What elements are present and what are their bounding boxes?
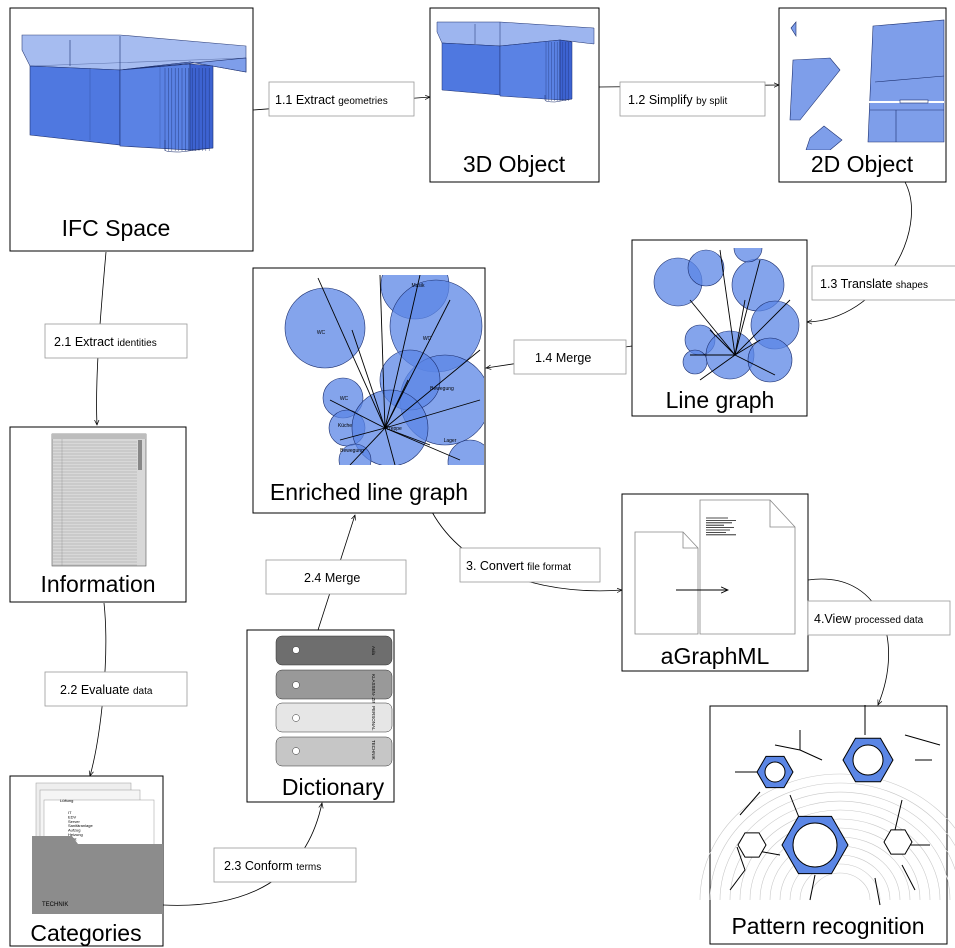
bubble-label-wc-mid: WC [340, 396, 349, 402]
bubble-label-musik: Musik [411, 283, 425, 289]
node-pattern-recognition: Pattern recognition [699, 705, 955, 945]
step-2-4-main: 2.4 Merge [304, 571, 360, 585]
dictionary-entry-klassenzimmer: KLASSEN- ZIMMER [275, 669, 393, 716]
step-2-3-main: 2.3 Conform [224, 859, 293, 873]
enriched-graph-labels: Musik WC WC Bewegung WC Küche Treppe Lag… [317, 283, 457, 454]
node-2d-object: 2D Object [778, 7, 947, 183]
svg-text:2.3 Conform terms: 2.3 Conform terms [224, 859, 321, 873]
step-1-3-sub: shapes [896, 280, 928, 291]
enriched-graph-illustration [284, 275, 484, 465]
connector-1-3 [807, 181, 912, 322]
node-enriched-line-graph: Musik WC WC Bewegung WC Küche Treppe Lag… [252, 267, 486, 514]
bubble-label-wc-right: WC [423, 336, 432, 342]
bubble-label-treppe: Treppe [386, 426, 402, 432]
category-item: EDV [68, 814, 77, 819]
bubble-label-bewegung-mid: Bewegung [430, 386, 454, 392]
step-3-sub: file format [527, 562, 571, 573]
step-1-1-main: 1.1 Extract [275, 93, 335, 107]
step-1-3-main: 1.3 Translate [820, 277, 892, 291]
step-3: 3. Convert file format [459, 547, 601, 583]
step-4: 4.View processed data [807, 600, 951, 636]
step-2-2-sub: data [133, 686, 153, 697]
3d-object-illustration [436, 21, 595, 103]
dictionary-label-technik: TECHNIK [371, 740, 376, 760]
node-title-categories: Categories [30, 920, 141, 946]
svg-text:3. Convert file format: 3. Convert file format [466, 559, 571, 573]
category-item: Heizung [68, 832, 83, 837]
node-information: Information [9, 426, 187, 603]
pattern-recognition-illustration [699, 705, 955, 906]
node-title-pattern-recognition: Pattern recognition [731, 913, 924, 939]
node-title-enriched-line-graph: Enriched line graph [270, 479, 468, 505]
step-1-4: 1.4 Merge [513, 339, 627, 375]
dictionary-entry-personal: PERSONAL [275, 702, 393, 733]
step-1-2-sub: by split [696, 96, 727, 107]
node-title-agraphml: aGraphML [661, 643, 770, 669]
category-item: Sanitäranlage [68, 823, 93, 828]
step-2-1: 2.1 Extract identities [44, 323, 188, 359]
dictionary-label-aula: Aula [371, 646, 376, 656]
step-2-1-sub: identities [117, 338, 156, 349]
svg-text:1.2 Simplify by split: 1.2 Simplify by split [628, 93, 727, 107]
node-title-dictionary: Dictionary [282, 774, 385, 800]
node-agraphml: aGraphML [621, 493, 809, 672]
step-2-1-main: 2.1 Extract [54, 335, 114, 349]
information-table-thumbnail [51, 433, 147, 567]
dictionary-entry-aula: Aula [275, 635, 393, 666]
node-line-graph: Line graph [631, 239, 808, 417]
bubble-label-kueche: Küche [338, 423, 352, 429]
ifc-space-illustration [21, 34, 247, 153]
node-categories: Lüftung ITEDVServerSanitäranlageAufzugHe… [9, 775, 164, 947]
svg-text:2.1 Extract identities: 2.1 Extract identities [54, 335, 157, 349]
node-ifc-space: IFC Space [9, 7, 254, 252]
step-2-3-sub: terms [296, 862, 321, 873]
svg-text:1.3 Translate shapes: 1.3 Translate shapes [820, 277, 928, 291]
dictionary-label-personal: PERSONAL [371, 706, 376, 731]
step-2-4: 2.4 Merge [265, 559, 407, 595]
3d-object-hatching [545, 42, 569, 101]
node-title-3d-object: 3D Object [463, 151, 566, 177]
connector-4 [807, 578, 890, 705]
category-item: Server [68, 819, 80, 824]
node-title-ifc-space: IFC Space [62, 215, 171, 241]
node-3d-object: 3D Object [429, 7, 600, 183]
node-title-line-graph: Line graph [666, 387, 775, 413]
categories-folder-label: TECHNIK [42, 902, 68, 908]
step-labels: 1.1 Extract geometries 1.2 Simplify by s… [44, 81, 955, 883]
bubble-label-wc-top: WC [317, 330, 326, 336]
dictionary-label-klassenzimmer: KLASSEN- ZIMMER [371, 674, 376, 716]
node-dictionary: Aula KLASSEN- ZIMMER PERSONAL TECHNIK Di… [246, 629, 395, 803]
step-3-main: 3. Convert [466, 559, 524, 573]
step-4-main: 4.View [814, 612, 852, 626]
2d-object-illustration [789, 19, 945, 150]
step-2-2: 2.2 Evaluate data [44, 671, 188, 707]
step-1-2: 1.2 Simplify by split [619, 81, 766, 117]
line-graph-illustration [653, 248, 800, 383]
node-title-information: Information [40, 571, 155, 597]
step-2-3: 2.3 Conform terms [213, 847, 357, 883]
step-1-3: 1.3 Translate shapes [811, 265, 955, 301]
step-1-2-main: 1.2 Simplify [628, 93, 693, 107]
category-item: IT [68, 810, 72, 815]
ifc-space-hatching [164, 68, 210, 151]
step-1-4-main: 1.4 Merge [535, 351, 591, 365]
agraphml-file-illustration [634, 499, 796, 635]
svg-text:2.2 Evaluate data: 2.2 Evaluate data [60, 683, 153, 697]
step-1-1-sub: geometries [338, 96, 387, 107]
step-1-1: 1.1 Extract geometries [268, 81, 415, 117]
node-title-2d-object: 2D Object [811, 151, 914, 177]
dictionary-entry-technik: TECHNIK [275, 736, 393, 767]
bubble-label-bewegung-low: Bewegung [340, 448, 364, 454]
svg-text:4.View processed data: 4.View processed data [814, 612, 924, 626]
category-list-heading: Lüftung [60, 798, 73, 803]
svg-text:1.1 Extract geometries: 1.1 Extract geometries [275, 93, 388, 107]
bubble-label-lager: Lager [444, 438, 457, 444]
category-item: Aufzug [68, 828, 80, 833]
step-2-2-main: 2.2 Evaluate [60, 683, 130, 697]
categories-folder-illustration: Lüftung ITEDVServerSanitäranlageAufzugHe… [32, 782, 163, 914]
step-4-sub: processed data [855, 615, 924, 626]
dictionary-entries: Aula KLASSEN- ZIMMER PERSONAL TECHNIK [275, 635, 393, 767]
